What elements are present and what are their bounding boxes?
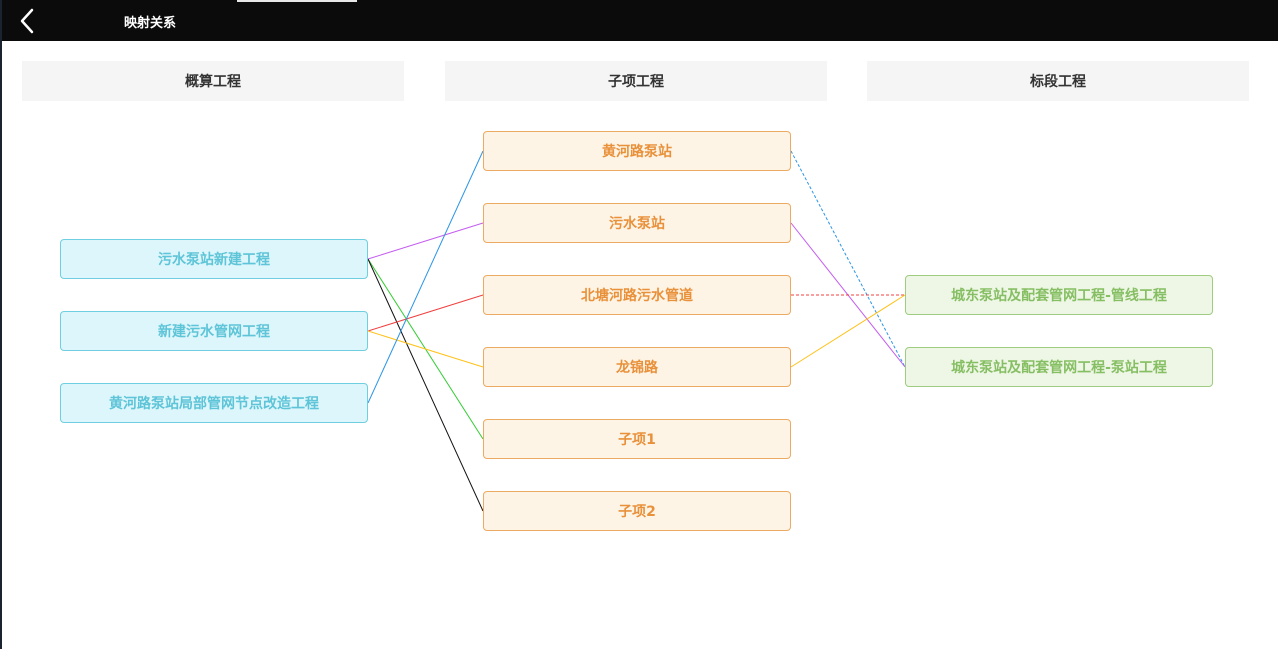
mapping-link [790, 294, 906, 368]
mapping-link [367, 258, 484, 440]
section-node[interactable]: 城东泵站及配套管网工程-管线工程 [905, 275, 1213, 315]
top-bar: 映射关系 [2, 0, 1278, 41]
mapping-link [367, 258, 484, 512]
mapping-link [367, 330, 484, 368]
column-header-subitem: 子项工程 [445, 61, 827, 101]
subitem-node[interactable]: 污水泵站 [483, 203, 791, 243]
column-header-budget: 概算工程 [22, 61, 404, 101]
column-header-section: 标段工程 [867, 61, 1249, 101]
subitem-node[interactable]: 龙锦路 [483, 347, 791, 387]
mapping-link [367, 222, 484, 260]
mapping-link [367, 294, 484, 332]
mapping-link [790, 150, 906, 368]
tab-indicator [237, 0, 357, 2]
budget-node[interactable]: 新建污水管网工程 [60, 311, 368, 351]
budget-node[interactable]: 污水泵站新建工程 [60, 239, 368, 279]
subitem-node[interactable]: 黄河路泵站 [483, 131, 791, 171]
mapping-canvas: 概算工程 子项工程 标段工程 污水泵站新建工程 新建污水管网工程 黄河路泵站局部… [2, 41, 1278, 649]
page-title: 映射关系 [124, 16, 177, 31]
subitem-node[interactable]: 子项1 [483, 419, 791, 459]
chevron-left-icon [20, 8, 34, 34]
subitem-node[interactable]: 北塘河路污水管道 [483, 275, 791, 315]
mapping-link [790, 222, 906, 368]
back-button[interactable] [12, 6, 42, 36]
subitem-node[interactable]: 子项2 [483, 491, 791, 531]
budget-node[interactable]: 黄河路泵站局部管网节点改造工程 [60, 383, 368, 423]
section-node[interactable]: 城东泵站及配套管网工程-泵站工程 [905, 347, 1213, 387]
mapping-link [367, 150, 484, 404]
